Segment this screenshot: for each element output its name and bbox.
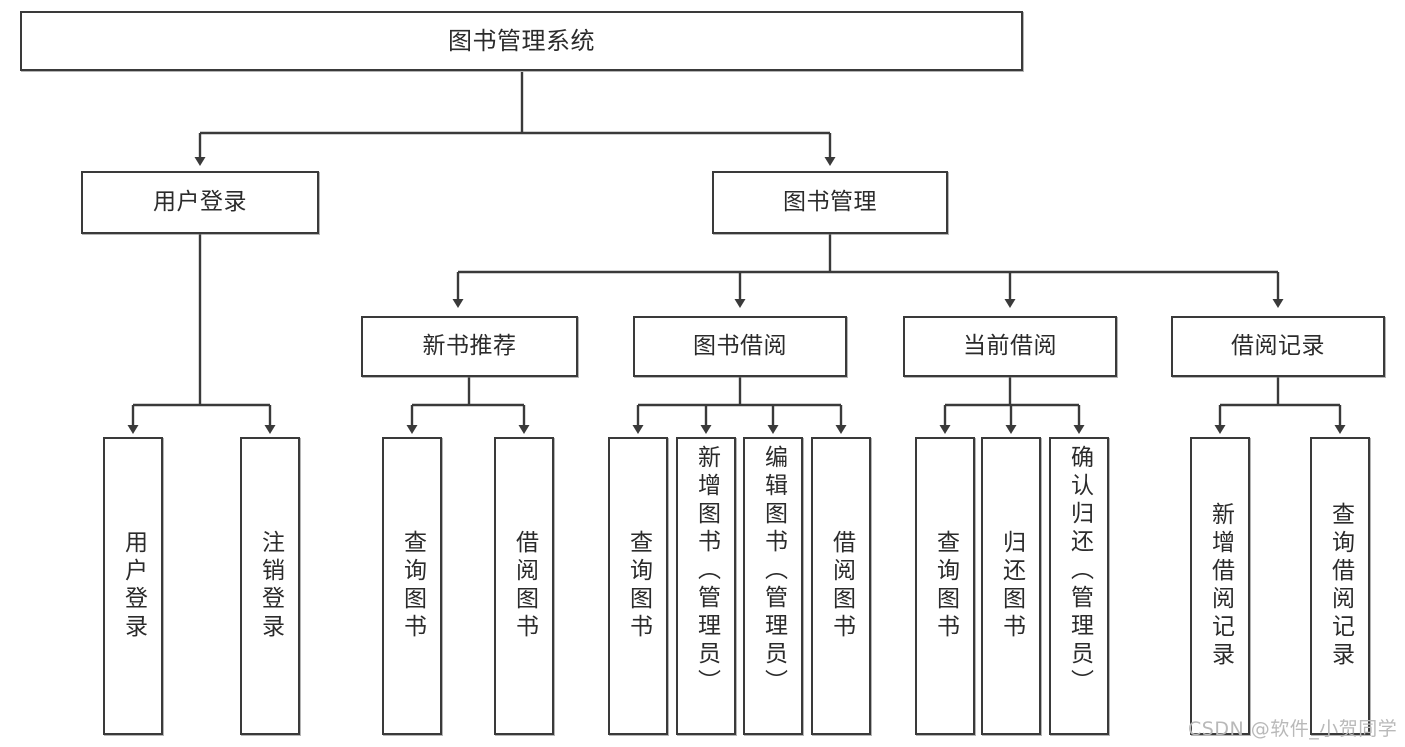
node-label: 借阅记录	[1231, 332, 1325, 359]
leaf-book-borrow-add[interactable]: 新增图书（管理员）	[676, 437, 736, 735]
leaf-current-borrow-return[interactable]: 归还图书	[981, 437, 1041, 735]
node-label: 图书借阅	[693, 332, 787, 359]
leaf-book-borrow-query[interactable]: 查询图书	[608, 437, 668, 735]
node-label: 当前借阅	[963, 332, 1057, 359]
node-borrow-record[interactable]: 借阅记录	[1171, 316, 1385, 377]
node-label: 用户登录	[153, 188, 247, 215]
node-label: 查询图书	[932, 530, 959, 642]
node-label: 新增借阅记录	[1207, 502, 1234, 670]
node-new-book-recommend[interactable]: 新书推荐	[361, 316, 578, 377]
leaf-current-borrow-query[interactable]: 查询图书	[915, 437, 975, 735]
node-label: 图书管理系统	[448, 26, 595, 55]
node-label: 新增图书（管理员）	[693, 445, 720, 697]
node-label: 查询借阅记录	[1327, 502, 1354, 670]
node-book-management[interactable]: 图书管理	[712, 171, 948, 234]
node-label: 注销登录	[257, 530, 284, 642]
node-label: 查询图书	[399, 530, 426, 642]
node-current-borrow[interactable]: 当前借阅	[903, 316, 1117, 377]
node-label: 归还图书	[998, 530, 1025, 642]
node-label: 图书管理	[783, 188, 877, 215]
leaf-new-book-borrow[interactable]: 借阅图书	[494, 437, 554, 735]
node-label: 借阅图书	[511, 530, 538, 642]
leaf-book-borrow-lend[interactable]: 借阅图书	[811, 437, 871, 735]
leaf-new-book-query[interactable]: 查询图书	[382, 437, 442, 735]
node-root-system[interactable]: 图书管理系统	[20, 11, 1023, 71]
node-user-login[interactable]: 用户登录	[81, 171, 319, 234]
leaf-borrow-record-add[interactable]: 新增借阅记录	[1190, 437, 1250, 735]
leaf-borrow-record-query[interactable]: 查询借阅记录	[1310, 437, 1370, 735]
node-label: 借阅图书	[828, 530, 855, 642]
node-book-borrow[interactable]: 图书借阅	[633, 316, 847, 377]
watermark-credit: CSDN @软件_小贺同学	[1188, 718, 1398, 740]
leaf-user-login-logout[interactable]: 注销登录	[240, 437, 300, 735]
node-label: 用户登录	[120, 530, 147, 642]
leaf-user-login-login[interactable]: 用户登录	[103, 437, 163, 735]
leaf-current-borrow-confirm-return[interactable]: 确认归还（管理员）	[1049, 437, 1109, 735]
node-label: 新书推荐	[422, 332, 517, 359]
node-label: 确认归还（管理员）	[1066, 445, 1093, 697]
node-label: 查询图书	[625, 530, 652, 642]
leaf-book-borrow-edit[interactable]: 编辑图书（管理员）	[743, 437, 803, 735]
node-label: 编辑图书（管理员）	[760, 445, 787, 697]
